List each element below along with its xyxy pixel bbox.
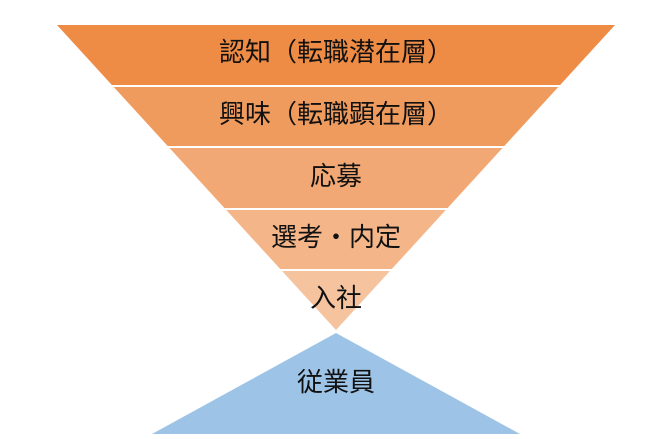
layer-label-interest: 興味（転職顕在層） xyxy=(218,100,453,130)
funnel-layer-application xyxy=(169,148,503,208)
employees-label: 従業員 xyxy=(296,368,375,398)
employees-triangle xyxy=(152,333,520,434)
funnel-layer-interest xyxy=(113,87,559,146)
layer-label-joining: 入社 xyxy=(309,284,362,314)
funnel-layer-awareness xyxy=(57,25,615,85)
layer-label-awareness: 認知（転職潜在層） xyxy=(218,38,453,68)
funnel-layer-joining xyxy=(282,271,390,330)
layer-label-application: 応募 xyxy=(309,162,362,192)
layer-label-selection: 選考・内定 xyxy=(270,223,401,253)
funnel-layer-selection xyxy=(226,210,446,269)
